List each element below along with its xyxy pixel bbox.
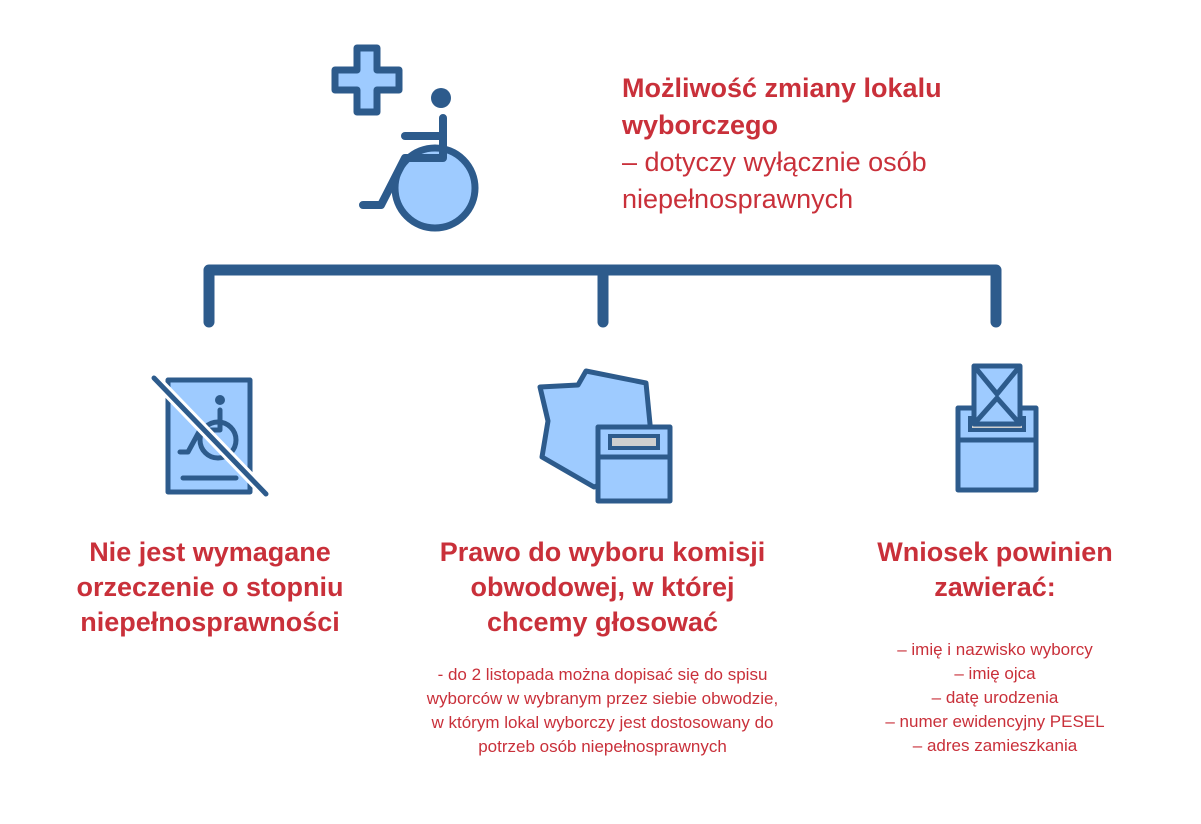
no-disability-certificate-icon xyxy=(148,372,273,502)
envelope-ballot-box-icon xyxy=(952,360,1042,495)
col3-heading: Wniosek powinien zawierać: xyxy=(877,537,1113,602)
header-title: Możliwość zmiany lokalu wyborczego xyxy=(622,73,942,140)
map-ballot-box-icon xyxy=(530,365,680,505)
col2-heading: Prawo do wyboru komisji obwodowej, w któ… xyxy=(439,537,766,637)
application-requirements-list: – imię i nazwisko wyborcy – imię ojca – … xyxy=(840,638,1150,758)
list-item: – adres zamieszkania xyxy=(912,736,1078,755)
header-subtitle: – dotyczy wyłącznie osób niepełnosprawny… xyxy=(622,147,927,214)
col1-heading: Nie jest wymagane orzeczenie o stopniu n… xyxy=(76,537,344,637)
col2-body-text: - do 2 listopada można dopisać się do sp… xyxy=(426,665,779,756)
medical-wheelchair-icon xyxy=(325,40,490,235)
list-item: – numer ewidencyjny PESEL xyxy=(885,712,1105,731)
list-item: – imię ojca xyxy=(954,664,1036,683)
list-item: – imię i nazwisko wyborcy xyxy=(897,640,1093,659)
branch-connector xyxy=(195,258,1010,333)
list-item: – datę urodzenia xyxy=(931,688,1059,707)
header-text: Możliwość zmiany lokalu wyborczego – dot… xyxy=(622,70,1042,218)
